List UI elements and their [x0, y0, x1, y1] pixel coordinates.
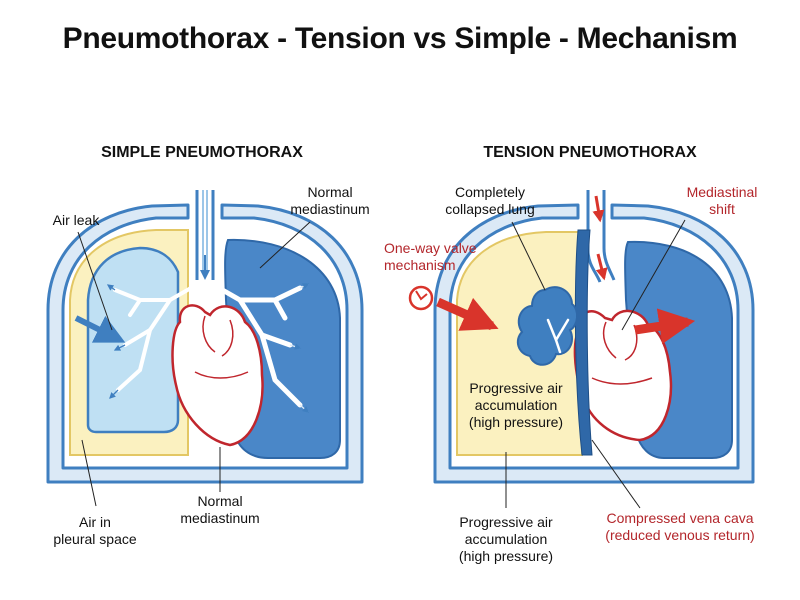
simple-panel-heading: SIMPLE PNEUMOTHORAX	[101, 144, 303, 161]
compressed-vena-cava-label: Compressed vena cava (reduced venous ret…	[605, 510, 755, 543]
trachea-push-arrow-1	[592, 195, 605, 223]
completely-collapsed-lung	[516, 286, 578, 366]
tension-rib-cage	[433, 203, 755, 484]
page-title: Pneumothorax - Tension vs Simple - Mecha…	[62, 22, 738, 55]
normal-mediastinum-bottom-label: Normal mediastinum	[180, 493, 260, 526]
completely-collapsed-lung-label: Completely collapsed lung	[445, 184, 535, 217]
simple-heart-icon	[171, 304, 264, 447]
air-leak-label: Air leak	[52, 212, 100, 228]
one-way-valve-label: One-way valve mechanism	[384, 240, 477, 273]
progressive-air-bottom-label: Progressive air accumulation (high press…	[458, 514, 554, 564]
tension-pneumothorax	[408, 190, 755, 509]
mediastinal-shift-label: Mediastinal shift	[686, 184, 758, 217]
simple-right-bronchi-icon	[209, 281, 303, 408]
air-entry-arrow	[436, 297, 499, 331]
tension-panel-heading: TENSION PNEUMOTHORAX	[483, 144, 697, 161]
one-way-valve-icon	[408, 285, 434, 311]
air-in-pleural-space-label: Air in pleural space	[53, 514, 137, 547]
air-leak-arrow	[74, 315, 126, 343]
simple-pneumothorax	[46, 190, 364, 507]
simple-rib-cage	[46, 203, 364, 484]
normal-mediastinum-top-label: Normal mediastinum	[290, 184, 370, 217]
mediastinal-shift-arrow	[634, 308, 696, 345]
simple-left-bronchi-icon	[113, 282, 200, 392]
trachea-push-arrow-2	[595, 253, 608, 281]
progressive-air-inside-label: Progressive air accumulation (high press…	[468, 380, 564, 430]
compressed-vena-cava	[574, 229, 593, 456]
simple-trachea-icon	[195, 190, 215, 280]
